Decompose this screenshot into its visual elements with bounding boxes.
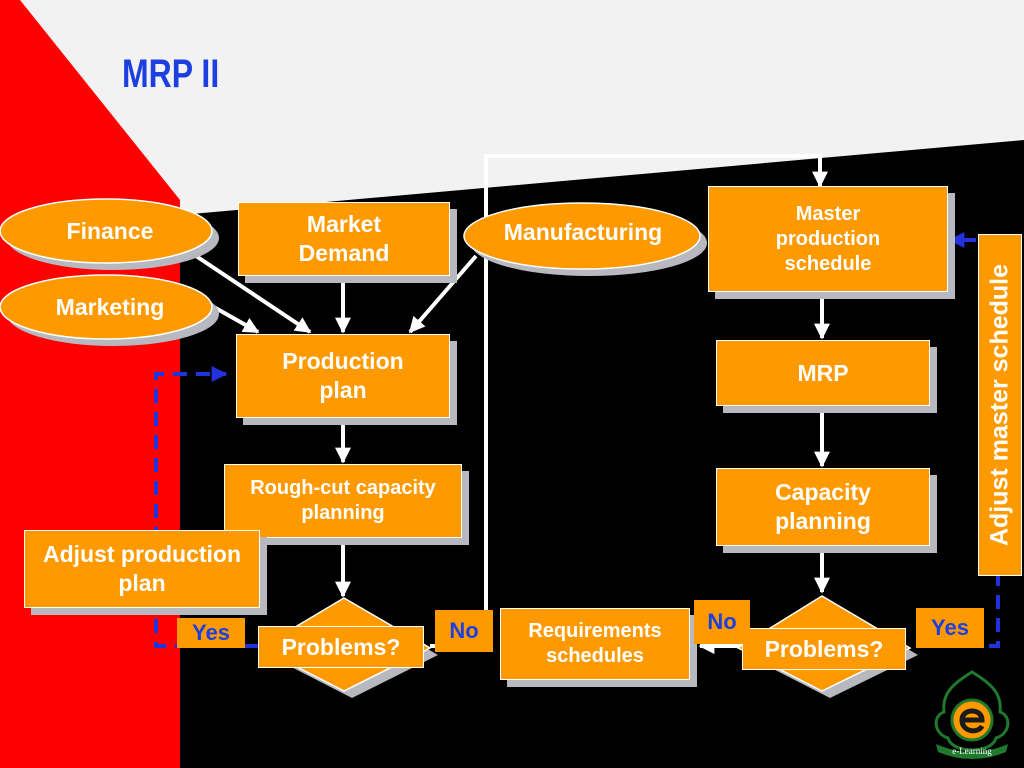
production-plan-box: Production plan — [236, 334, 450, 418]
finance-label: Finance — [66, 217, 154, 244]
marketing-oval — [0, 274, 213, 340]
arrow-marketing-production — [211, 304, 260, 334]
mrp-box: MRP — [716, 340, 930, 406]
no-left-tag: No — [435, 610, 493, 652]
logo-text: e-Learning — [952, 746, 992, 756]
manufacturing-oval — [463, 202, 701, 270]
background-red-wedge — [0, 0, 180, 235]
problems-left-label: Problems? — [258, 626, 424, 668]
arrow-finance-production — [194, 254, 312, 334]
problems-right-label: Problems? — [742, 628, 906, 670]
e-learning-logo-icon: e-Learning — [934, 670, 1010, 759]
no-right-tag: No — [694, 600, 750, 644]
adjust-master-schedule-label: Adjust master schedule — [985, 263, 1014, 547]
slide-title: MRP II — [122, 52, 220, 96]
marketing-label: Marketing — [55, 293, 165, 320]
background-light — [0, 0, 1024, 215]
manufacturing-label: Manufacturing — [503, 218, 663, 245]
adjust-master-schedule-box: Adjust master schedule — [978, 234, 1022, 576]
adjust-production-plan-box: Adjust production plan — [24, 530, 260, 608]
market-demand-box: Market Demand — [238, 202, 450, 276]
arrow-manufacturing-production — [408, 254, 478, 334]
finance-oval — [0, 198, 213, 264]
yes-left-tag: Yes — [177, 618, 245, 648]
capacity-planning-box: Capacity planning — [716, 468, 930, 546]
requirements-schedules-box: Requirements schedules — [500, 608, 690, 680]
master-production-schedule-box: Master production schedule — [708, 186, 948, 292]
rough-cut-capacity-box: Rough-cut capacity planning — [224, 464, 462, 538]
yes-right-tag: Yes — [916, 608, 984, 648]
